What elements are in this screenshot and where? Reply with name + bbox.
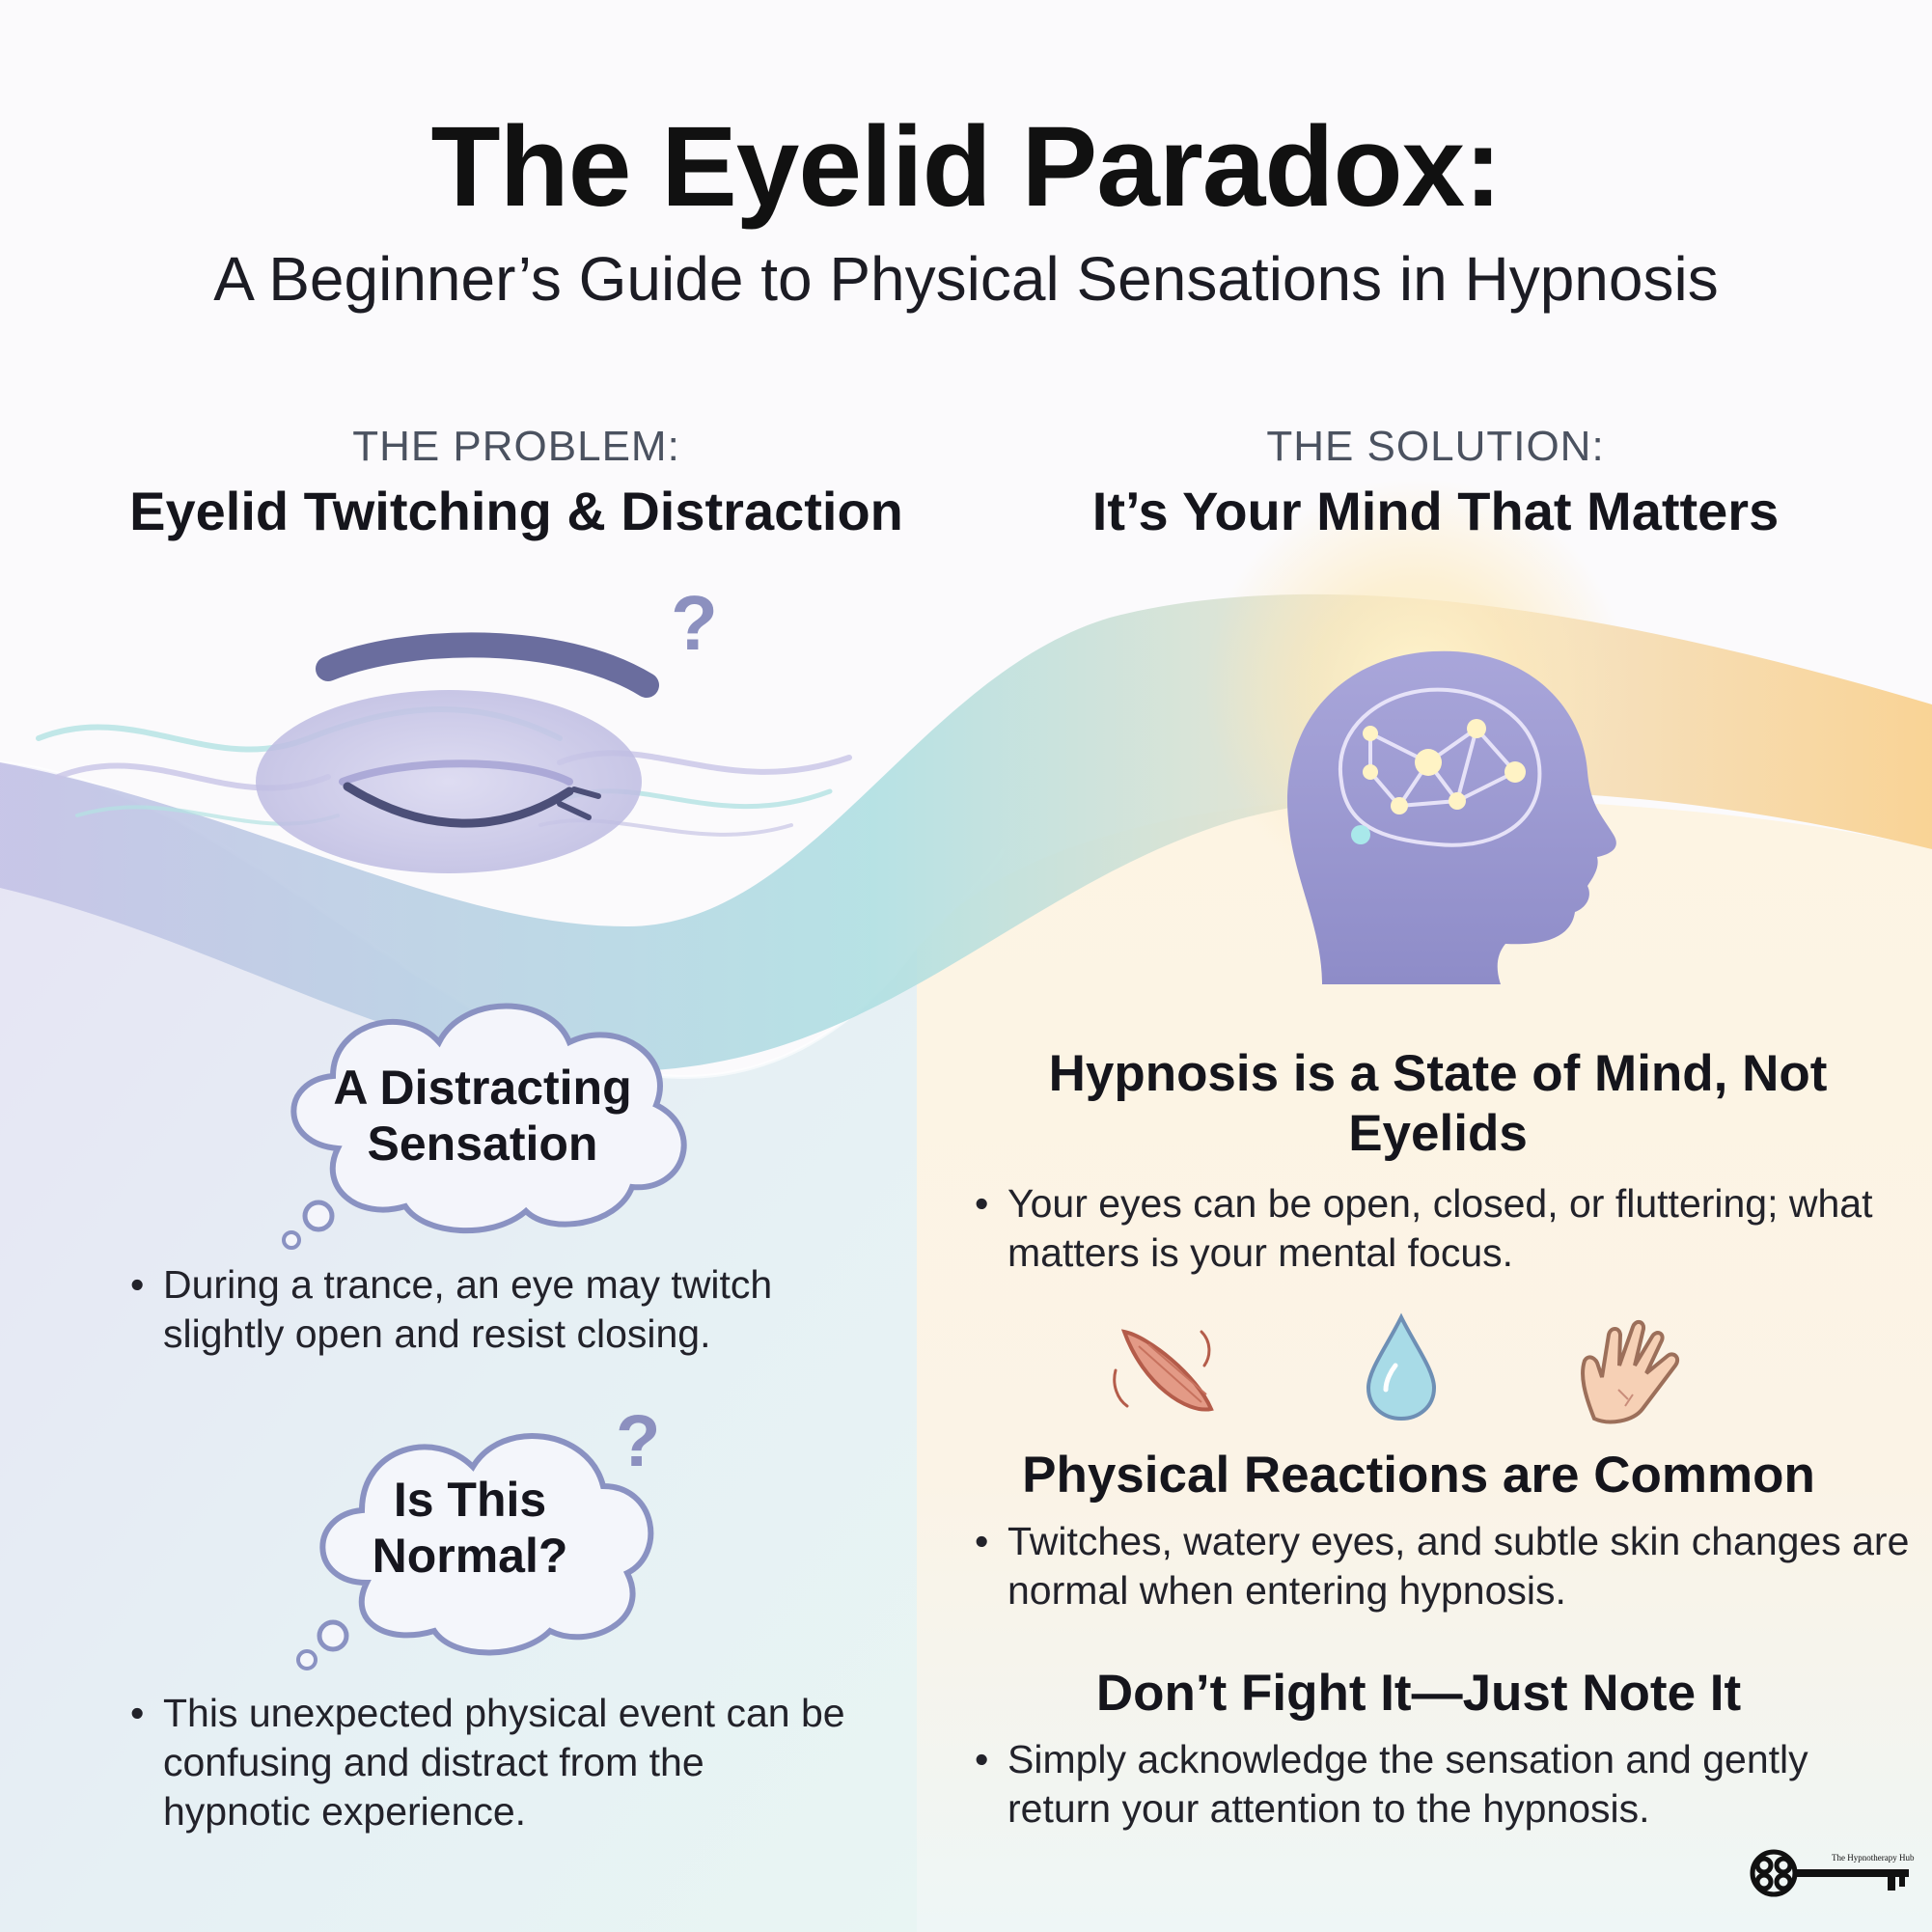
page-title: The Eyelid Paradox: [430, 103, 1503, 231]
solution-section-state-of-mind: Hypnosis is a State of Mind, Not Eyelids [1048, 1045, 1828, 1162]
hand-icon [1581, 1320, 1680, 1424]
muscle-icon [1113, 1329, 1214, 1412]
closed-eye-icon [36, 632, 852, 873]
question-mark-icon: ? [616, 1400, 661, 1482]
solution-bullet-twitches: Twitches, watery eyes, and subtle skin c… [975, 1517, 1915, 1615]
solution-section-dont-fight-it: Don’t Fight It—Just Note It [1095, 1665, 1742, 1722]
solution-label: THE SOLUTION: [1266, 423, 1605, 470]
cloud-is-this-normal: Is This Normal? [372, 1473, 568, 1583]
water-drop-icon [1366, 1312, 1437, 1421]
solution-bullet-acknowledge: Simply acknowledge the sensation and gen… [975, 1735, 1905, 1834]
problem-label: THE PROBLEM: [352, 423, 680, 470]
page-subtitle: A Beginner’s Guide to Physical Sensation… [213, 244, 1719, 314]
problem-bullet-trance: During a trance, an eye may twitch sligh… [130, 1260, 858, 1359]
logo-text: The Hypnotherapy Hub [1832, 1853, 1915, 1863]
question-mark-icon: ? [671, 580, 718, 666]
solution-heading: It’s Your Mind That Matters [1091, 481, 1780, 541]
problem-heading: Eyelid Twitching & Distraction [129, 481, 903, 541]
solution-bullet-eyes: Your eyes can be open, closed, or flutte… [975, 1179, 1905, 1278]
problem-bullet-unexpected-event: This unexpected physical event can be co… [130, 1689, 858, 1836]
thought-cloud-icon [282, 1003, 687, 1250]
key-logo-icon: The Hypnotherapy Hub [1750, 1849, 1915, 1897]
solution-section-physical-reactions: Physical Reactions are Common [1022, 1447, 1815, 1504]
glowing-brain-head-icon [1286, 650, 1616, 984]
cloud-distracting-sensation: A Distracting Sensation [333, 1061, 632, 1171]
thought-cloud-icon [296, 1433, 654, 1670]
